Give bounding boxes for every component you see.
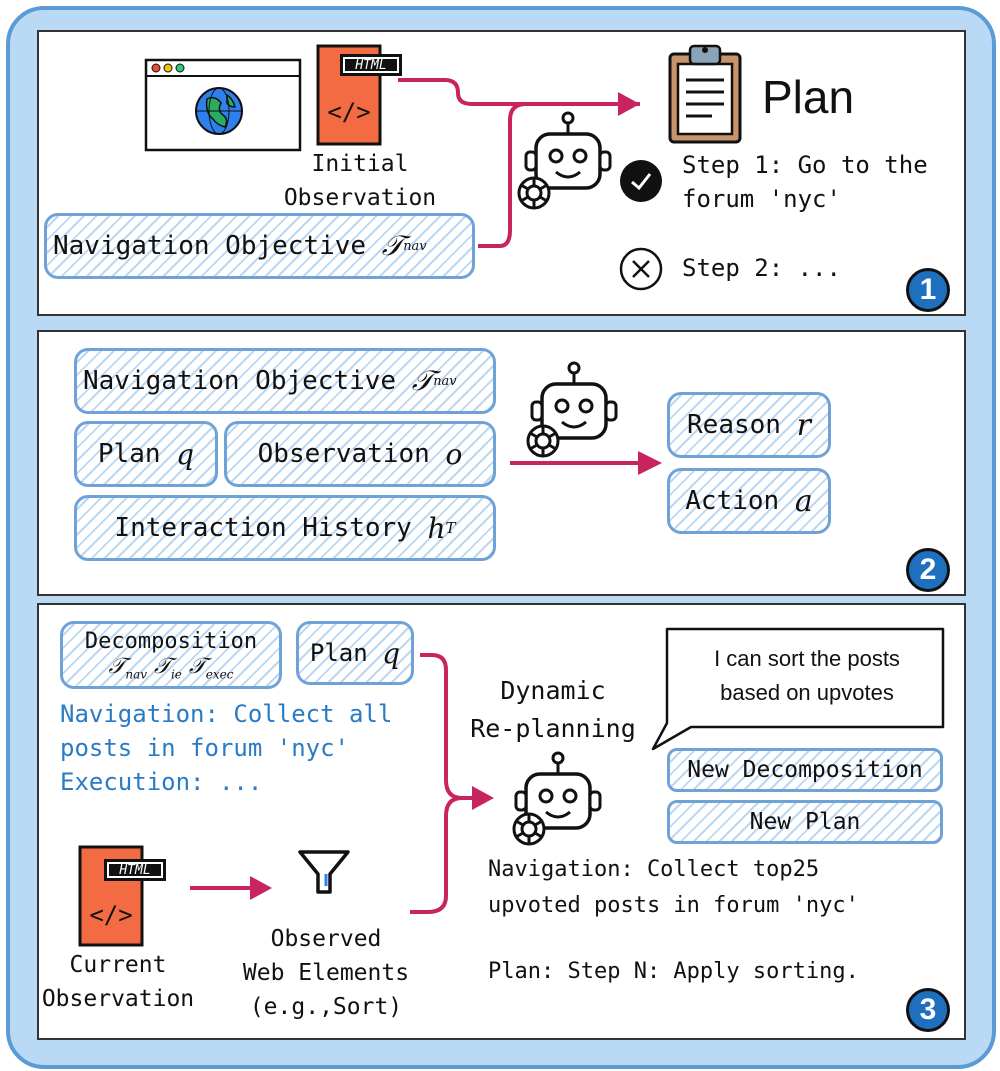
- speech-bubble: [651, 627, 945, 751]
- p2-observation-box: Observation o: [224, 421, 496, 487]
- filter-funnel-icon: [298, 850, 350, 894]
- check-circle-icon: [620, 160, 662, 202]
- plan-title: Plan: [762, 71, 855, 123]
- dynamic-replanning-label: Dynamic Re-planning: [470, 676, 636, 743]
- reason-box: Reason r: [667, 392, 831, 458]
- clipboard-icon: [668, 44, 742, 144]
- robot-icon: [514, 751, 602, 830]
- action-box: Action a: [667, 468, 831, 534]
- step1-text: Step 1: Go to the forum 'nyc': [682, 151, 928, 213]
- html-tag: HTML: [104, 859, 166, 881]
- arrow-to-plan: [398, 78, 640, 248]
- panel3-number-badge: 3: [906, 988, 950, 1032]
- panel2-number-badge: 2: [906, 548, 950, 592]
- p2-plan-box: Plan q: [74, 421, 218, 487]
- html-code-glyph: </>: [89, 901, 133, 929]
- openai-logo-icon: [517, 176, 551, 210]
- html-document-icon: HTML </>: [76, 843, 166, 949]
- robot-icon: [530, 361, 618, 440]
- robot-icon: [524, 111, 612, 190]
- initial-observation-label: Initial Observation: [283, 151, 437, 211]
- current-decomposition-text: Navigation: Collect all posts in forum '…: [60, 700, 393, 796]
- globe-icon: [195, 87, 243, 135]
- decomposition-box: Decomposition 𝒯nav 𝒯ie 𝒯exec: [60, 621, 282, 689]
- speech-text: I can sort the posts based on upvotes: [714, 646, 900, 705]
- html-tag: HTML: [340, 54, 402, 76]
- new-plan-result-text: Navigation: Collect top25 upvoted posts …: [488, 857, 859, 984]
- decomposition-symbols: 𝒯nav 𝒯ie 𝒯exec: [108, 653, 234, 682]
- new-decomposition-box: New Decomposition: [667, 748, 943, 792]
- panel1-number-badge: 1: [906, 268, 950, 312]
- arrow-to-output: [510, 451, 662, 475]
- openai-logo-icon: [526, 424, 560, 458]
- step2-text: Step 2: ...: [682, 254, 841, 282]
- html-code-glyph: </>: [327, 98, 371, 126]
- html-document-icon: HTML </>: [314, 42, 402, 148]
- cross-circle-icon: [619, 247, 663, 291]
- openai-logo-icon: [512, 812, 546, 846]
- current-observation-label: Current Observation: [41, 952, 195, 1012]
- p3-plan-box: Plan q: [296, 621, 414, 685]
- observed-elements-label: Observed Web Elements (e.g.,Sort): [242, 926, 410, 1020]
- new-plan-box: New Plan: [667, 800, 943, 844]
